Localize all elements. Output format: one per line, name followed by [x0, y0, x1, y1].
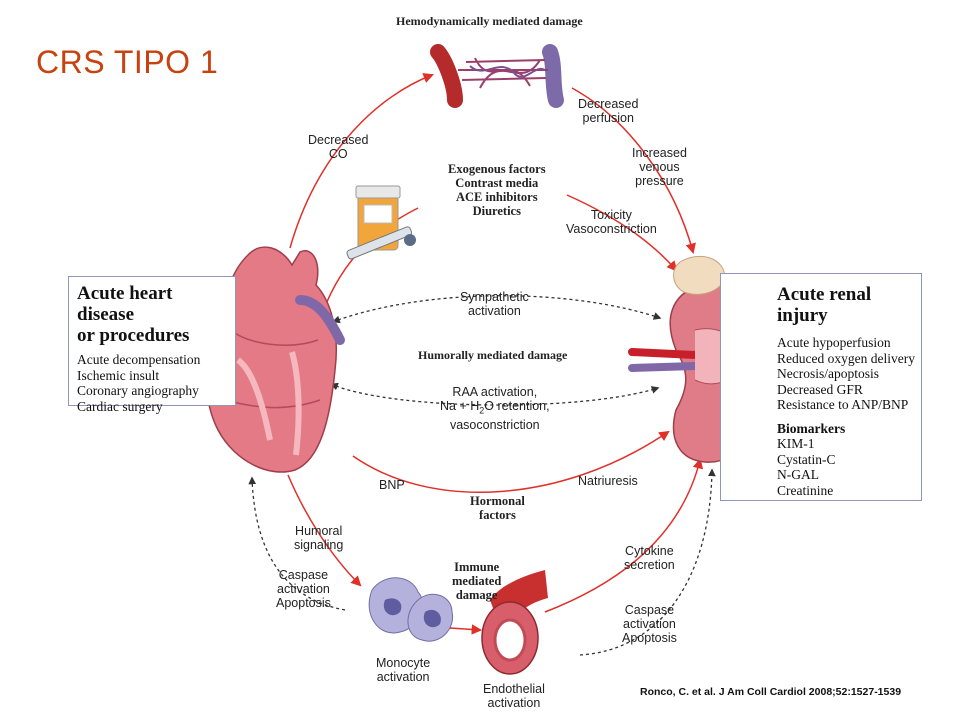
hemodynamic-damage-title: Hemodynamically mediated damage: [396, 14, 583, 28]
arrow-exogenous-to-kidney: [566, 194, 678, 272]
slide-title: CRS TIPO 1: [36, 44, 219, 80]
biomarkers-section: Biomarkers KIM-1 Cystatin-C N-GAL Creati…: [777, 420, 846, 498]
arrow-sympathetic: [332, 295, 662, 324]
natriuresis-label: Natriuresis: [578, 474, 638, 488]
arrow-vessels-to-kidney: [571, 87, 696, 255]
humoral-damage-label: Humorally mediated damage: [418, 348, 568, 362]
arrow-caspase-left: [248, 476, 346, 611]
arrow-heart-bnp-to-kidney: [352, 430, 670, 493]
monocyte-illustration: [368, 577, 454, 642]
heart-box-items: Acute decompensation Ischemic insult Cor…: [77, 352, 201, 414]
kidney-box-items: Acute hypoperfusion Reduced oxygen deliv…: [777, 335, 915, 412]
vessel-network-illustration: [430, 44, 564, 108]
citation: Ronco, C. et al. J Am Coll Cardiol 2008;…: [640, 686, 902, 698]
acute-renal-injury-box: Acute renal injury Acute hypoperfusion R…: [720, 273, 922, 501]
arrow-caspase-right: [579, 468, 716, 656]
arrow-heart-to-monocyte: [287, 474, 362, 587]
bnp-label: BNP: [379, 478, 405, 492]
kidney-box-title: Acute renal injury: [777, 284, 872, 326]
arrow-monocyte-endothelial: [441, 622, 483, 635]
raa-activation-label: RAA activation, Na + H2O retention, vaso…: [440, 385, 550, 432]
medication-illustration: [346, 185, 416, 260]
arrow-heart-to-vessels: [289, 73, 434, 249]
arrow-raa: [330, 382, 660, 406]
endothelial-vessel-illustration: [481, 570, 548, 675]
arrow-endothelial-to-kidney: [544, 457, 704, 613]
